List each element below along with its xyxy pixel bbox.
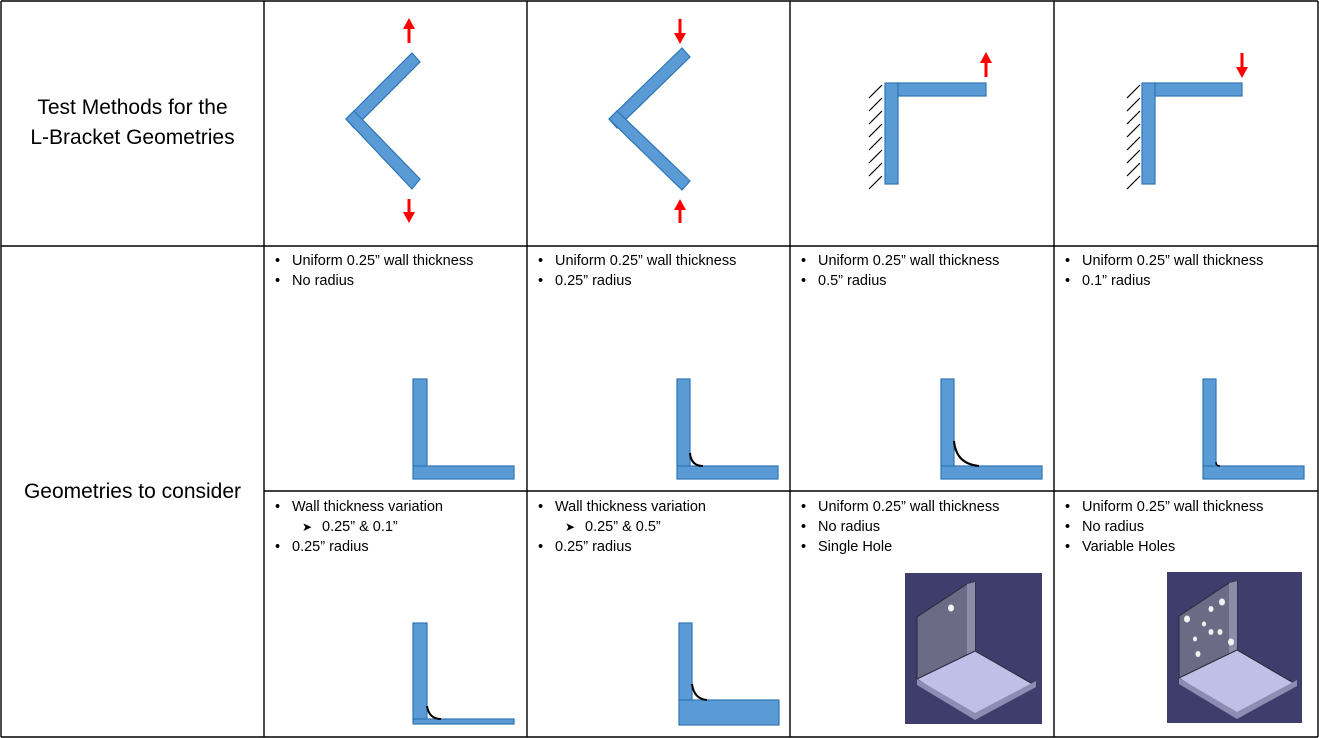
bracket-lower-arm xyxy=(345,110,421,190)
bracket-vertical-leg xyxy=(678,622,693,701)
up-arrow-icon xyxy=(403,18,415,43)
geometry-2-bullets: Uniform 0.25” wall thickness 0.25” radiu… xyxy=(535,251,736,291)
arrow-bullet-icon: ➤ xyxy=(565,520,576,534)
bullet-item: No radius xyxy=(1062,517,1263,537)
bullet-item: Variable Holes xyxy=(1062,537,1263,557)
hole-icon xyxy=(948,604,954,612)
bullet-item: Uniform 0.25” wall thickness xyxy=(798,251,999,271)
bullet-item: 0.25” radius xyxy=(272,537,443,557)
bracket-vertical-leg xyxy=(940,378,955,467)
fillet-radius-curve xyxy=(426,705,442,720)
bullet-item: 0.5” radius xyxy=(798,271,999,291)
bracket-vertical-leg xyxy=(412,378,428,467)
sub-bullet-item: ➤ 0.25” & 0.1” xyxy=(272,517,443,537)
bullet-item: No radius xyxy=(798,517,999,537)
geometry-1-drawing xyxy=(412,378,515,480)
bracket-vertical-leg xyxy=(676,378,691,467)
geometry-1-bullets: Uniform 0.25” wall thickness No radius xyxy=(272,251,473,291)
test-method-cantilever-down xyxy=(1126,53,1248,190)
bracket-vertical-leg xyxy=(884,82,899,185)
down-arrow-icon xyxy=(403,199,415,223)
bent-bracket xyxy=(608,47,691,191)
geometry-6-drawing xyxy=(678,622,780,726)
geometry-3-bullets: Uniform 0.25” wall thickness 0.5” radius xyxy=(798,251,999,291)
bullet-item: Uniform 0.25” wall thickness xyxy=(1062,497,1263,517)
bracket-vertical-leg xyxy=(412,622,428,720)
sub-bullet-item: ➤ 0.25” & 0.5” xyxy=(535,517,706,537)
fixed-wall-hatch xyxy=(868,84,883,190)
test-methods-header-line1: Test Methods for the xyxy=(37,96,228,119)
geometry-3-drawing xyxy=(940,378,1043,480)
geometry-7-bullets: Uniform 0.25” wall thickness No radius S… xyxy=(798,497,999,557)
bracket-horizontal-leg xyxy=(897,82,987,97)
geometry-2-drawing xyxy=(676,378,779,480)
bracket-horizontal-leg xyxy=(1154,82,1243,97)
single-hole-bracket-render xyxy=(905,573,1042,724)
bracket-horizontal-leg xyxy=(412,718,515,725)
bullet-item: 0.25” radius xyxy=(535,537,706,557)
arrow-bullet-icon: ➤ xyxy=(302,520,313,534)
variable-holes-bracket-render xyxy=(1167,572,1302,723)
geometries-header: Geometries to consider xyxy=(23,480,242,503)
test-methods-header: Test Methods for the L-Bracket Geometrie… xyxy=(2,93,263,153)
bracket-horizontal-leg xyxy=(940,465,1043,480)
up-arrow-icon xyxy=(674,199,686,223)
l-bracket xyxy=(1141,82,1243,185)
bracket-lower-arm xyxy=(608,110,691,191)
fillet-radius-curve xyxy=(689,452,704,467)
bracket-vertical-leg xyxy=(1202,378,1217,467)
bent-bracket xyxy=(345,52,421,190)
l-bracket xyxy=(884,82,987,185)
bracket-horizontal-leg xyxy=(676,465,779,480)
geometry-5-drawing xyxy=(412,622,515,725)
bullet-item: Wall thickness variation xyxy=(272,497,443,517)
render-wall-edge xyxy=(1229,581,1237,662)
fillet-radius-curve xyxy=(691,683,708,701)
bullet-item: 0.25” radius xyxy=(535,271,736,291)
sub-bullet-text: 0.25” & 0.1” xyxy=(322,519,398,535)
bullet-item: Wall thickness variation xyxy=(535,497,706,517)
holes-icon xyxy=(1184,598,1234,657)
geometry-6-bullets: Wall thickness variation ➤ 0.25” & 0.5” 0… xyxy=(535,497,706,557)
bullet-item: 0.1” radius xyxy=(1062,271,1263,291)
bullet-item: Uniform 0.25” wall thickness xyxy=(272,251,473,271)
down-arrow-icon xyxy=(1236,53,1248,78)
render-wall-edge xyxy=(967,582,975,663)
bracket-horizontal-leg xyxy=(1202,465,1305,480)
bullet-item: Uniform 0.25” wall thickness xyxy=(798,497,999,517)
up-arrow-icon xyxy=(980,52,992,77)
sub-bullet-text: 0.25” & 0.5” xyxy=(585,519,661,535)
fixed-wall-hatch xyxy=(1126,84,1141,190)
test-methods-header-line2: L-Bracket Geometries xyxy=(30,126,235,149)
fillet-radius-curve xyxy=(953,440,980,467)
bracket-vertical-leg xyxy=(1141,82,1156,185)
down-arrow-icon xyxy=(674,19,686,44)
geometry-4-drawing xyxy=(1202,378,1305,480)
geometry-8-bullets: Uniform 0.25” wall thickness No radius V… xyxy=(1062,497,1263,557)
render-base-edge xyxy=(917,679,1036,720)
bullet-item: Uniform 0.25” wall thickness xyxy=(535,251,736,271)
render-base-edge xyxy=(1179,678,1297,719)
test-method-cantilever-up xyxy=(868,52,992,190)
bullet-item: Uniform 0.25” wall thickness xyxy=(1062,251,1263,271)
geometry-4-bullets: Uniform 0.25” wall thickness 0.1” radius xyxy=(1062,251,1263,291)
geometry-5-bullets: Wall thickness variation ➤ 0.25” & 0.1” 0… xyxy=(272,497,443,557)
fillet-radius-curve xyxy=(1215,461,1221,467)
test-method-opening xyxy=(345,18,421,223)
bracket-horizontal-leg xyxy=(412,465,515,480)
test-method-closing xyxy=(608,19,691,223)
bracket-horizontal-leg xyxy=(678,699,780,726)
bullet-item: No radius xyxy=(272,271,473,291)
bullet-item: Single Hole xyxy=(798,537,999,557)
